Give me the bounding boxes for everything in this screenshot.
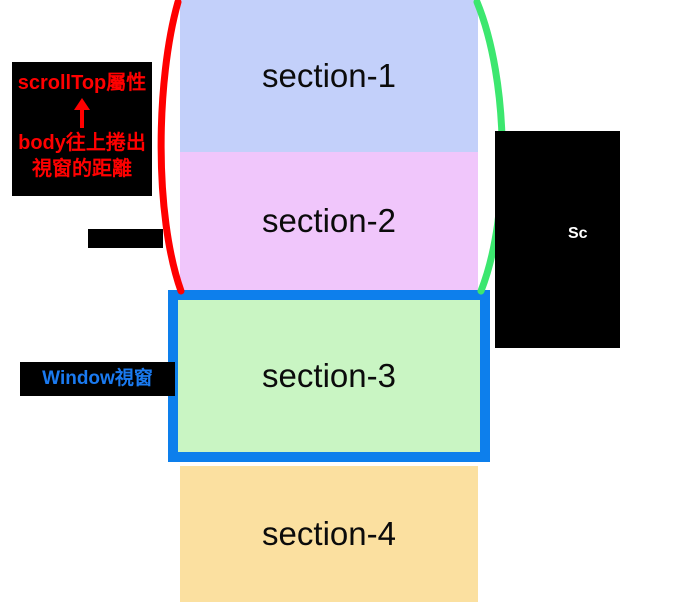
window-callout: Window視窗 (20, 362, 175, 396)
scrolltop-callout: scrollTop屬性 body往上捲出 視窗的距離 (12, 62, 152, 196)
scrolltop-callout-line-1: scrollTop屬性 (17, 72, 147, 94)
window-viewport-frame: section-3 (168, 290, 490, 462)
section-3-label: section-3 (262, 357, 396, 394)
left-scroll-extent-curve (157, 0, 185, 295)
scroll-callout: Sc (495, 131, 620, 348)
scroll-callout-redaction-bar (88, 229, 163, 248)
window-callout-label: Window視窗 (42, 368, 153, 389)
section-4-label: section-4 (262, 515, 396, 552)
section-2-label: section-2 (262, 202, 396, 239)
section-1-label: section-1 (262, 57, 396, 94)
section-1-block: section-1 (180, 0, 478, 152)
section-2-block: section-2 (180, 152, 478, 290)
scrolltop-callout-line-2: body往上捲出 (18, 132, 146, 154)
scroll-callout-label: Sc (568, 225, 588, 242)
scrolltop-callout-line-3: 視窗的距離 (32, 158, 132, 180)
section-4-block: section-4 (180, 466, 478, 602)
up-arrow-icon (74, 98, 90, 128)
section-3-block: section-3 (178, 300, 480, 452)
